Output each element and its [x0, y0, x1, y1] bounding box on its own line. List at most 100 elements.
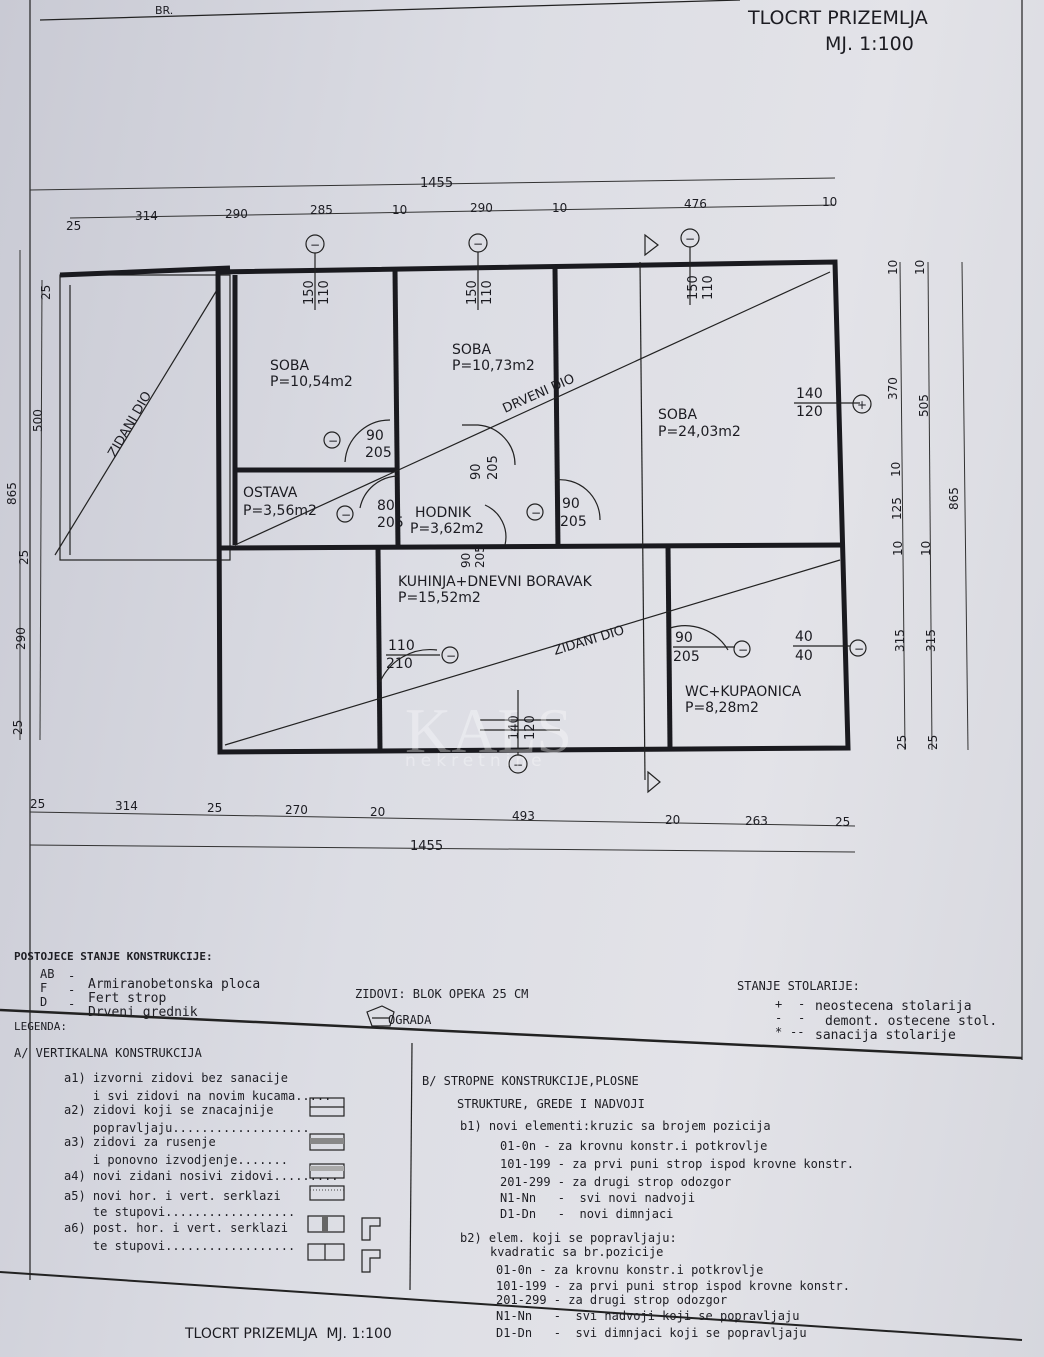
svg-text:205: 205 — [560, 514, 587, 530]
svg-text:P=10,73m2: P=10,73m2 — [452, 358, 535, 374]
svg-text:a2) zidovi koji se znacajnije: a2) zidovi koji se znacajnije — [64, 1103, 274, 1117]
svg-text:−: − — [685, 232, 695, 246]
svg-text:505: 505 — [917, 394, 931, 417]
svg-text:P=24,03m2: P=24,03m2 — [658, 424, 741, 440]
svg-text:80: 80 — [377, 498, 395, 514]
svg-text:−: − — [310, 238, 320, 252]
svg-text:SOBA: SOBA — [452, 342, 492, 358]
svg-text:10: 10 — [889, 462, 903, 477]
svg-text:90: 90 — [469, 463, 484, 480]
svg-text:140: 140 — [796, 386, 823, 402]
svg-text:KUHINJA+DNEVNI BORAVAK: KUHINJA+DNEVNI BORAVAK — [398, 574, 593, 590]
svg-text:i svi zidovi na novim kucama..: i svi zidovi na novim kucama..... — [64, 1089, 331, 1103]
svg-text:25: 25 — [835, 815, 850, 829]
svg-text:neostecena stolarija: neostecena stolarija — [815, 999, 972, 1014]
svg-text:150: 150 — [302, 280, 317, 305]
svg-text:−: − — [738, 643, 748, 657]
svg-text:315: 315 — [893, 629, 907, 652]
svg-text:D1-Dn - svi dimnjaci koji s: D1-Dn - svi dimnjaci koji se popravljaju — [496, 1326, 807, 1340]
svg-text:285: 285 — [310, 203, 333, 217]
svg-text:150: 150 — [686, 275, 701, 300]
svg-text:D: D — [40, 995, 47, 1009]
svg-text:−: − — [473, 237, 483, 251]
svg-text:201-299 - za drugi strop odozg: 201-299 - za drugi strop odozgor — [500, 1175, 731, 1189]
svg-text:263: 263 — [745, 814, 768, 828]
svg-text:01-0n - za krovnu konstr.i pot: 01-0n - za krovnu konstr.i potkrovlje — [500, 1139, 767, 1153]
title-scale: MJ. 1:100 — [825, 33, 914, 55]
svg-text:90: 90 — [562, 496, 580, 512]
svg-text:10: 10 — [392, 203, 407, 217]
svg-text:LEGENDA:: LEGENDA: — [14, 1020, 67, 1033]
svg-text:AB: AB — [40, 967, 54, 981]
svg-text:ZIDANI DIO: ZIDANI DIO — [105, 389, 155, 460]
svg-text:25: 25 — [895, 735, 909, 750]
svg-text:120: 120 — [796, 404, 823, 420]
svg-text:210: 210 — [386, 656, 413, 672]
svg-text:315: 315 — [924, 629, 938, 652]
svg-text:25: 25 — [11, 720, 25, 735]
svg-text:25: 25 — [39, 285, 53, 300]
bottom-dimensions: 25 314 25 270 20 493 20 263 25 1455 — [29, 797, 856, 854]
svg-text:110: 110 — [317, 280, 332, 305]
svg-text:popravljaju...................: popravljaju................... — [64, 1121, 310, 1135]
top-dimensions: 1455 25 314 290 285 10 290 10 476 10 — [29, 176, 837, 233]
title-border — [39, 0, 741, 21]
svg-text:865: 865 — [947, 487, 961, 510]
svg-text:D1-Dn - novi dimnjaci: D1-Dn - novi dimnjaci — [500, 1207, 673, 1221]
svg-text:b2) elem. koji se popravljaju:: b2) elem. koji se popravljaju: — [460, 1231, 677, 1245]
svg-text:270: 270 — [285, 803, 308, 817]
svg-text:KALS: KALS — [405, 695, 572, 766]
svg-text:-: - — [68, 997, 75, 1011]
left-dimensions: 25 500 25 290 25 865 — [5, 250, 53, 741]
svg-text:101-199 - za prvi puni strop i: 101-199 - za prvi puni strop ispod krovn… — [500, 1157, 854, 1171]
svg-text:40: 40 — [795, 629, 813, 645]
svg-text:a6) post. hor. i vert. serklaz: a6) post. hor. i vert. serklazi — [64, 1221, 288, 1235]
svg-text:A/ VERTIKALNA KONSTRUKCIJA: A/ VERTIKALNA KONSTRUKCIJA — [14, 1046, 203, 1060]
svg-text:1455: 1455 — [410, 839, 443, 854]
svg-text:01-0n - za krovnu konstr.i pot: 01-0n - za krovnu konstr.i potkrovlje — [496, 1263, 763, 1277]
corner-label: BR. — [155, 4, 173, 17]
svg-text:493: 493 — [512, 809, 535, 823]
svg-text:150: 150 — [465, 280, 480, 305]
svg-text:10: 10 — [822, 195, 837, 209]
legend-section-a: LEGENDA: A/ VERTIKALNA KONSTRUKCIJA a1) … — [14, 1020, 339, 1253]
svg-text:−: − — [328, 434, 338, 448]
svg-text:N1-Nn - svi nadvoji koji se: N1-Nn - svi nadvoji koji se popravljaju — [496, 1309, 799, 1323]
walls-note: ZIDOVI: BLOK OPEKA 25 CM — [355, 987, 528, 1001]
svg-text:SOBA: SOBA — [270, 358, 310, 374]
svg-text:25: 25 — [17, 550, 31, 565]
svg-text:demont. ostecene stol.: demont. ostecene stol. — [825, 1014, 997, 1029]
svg-text:SOBA: SOBA — [658, 407, 698, 423]
svg-text:*: * — [775, 1025, 782, 1039]
legend-column-divider — [409, 1042, 413, 1291]
svg-text:290: 290 — [225, 207, 248, 221]
svg-text:110: 110 — [701, 275, 716, 300]
svg-text:110: 110 — [480, 280, 495, 305]
svg-text:101-199 - za prvi puni strop i: 101-199 - za prvi puni strop ispod krovn… — [496, 1279, 850, 1293]
svg-text:201-299 - za drugi strop odozg: 201-299 - za drugi strop odozgor — [496, 1293, 727, 1307]
svg-text:10: 10 — [919, 541, 933, 556]
svg-text:--: -- — [790, 1025, 804, 1039]
svg-text:STRUKTURE, GREDE I NADVOJI: STRUKTURE, GREDE I NADVOJI — [457, 1097, 645, 1111]
svg-text:HODNIK: HODNIK — [415, 505, 472, 521]
svg-text:-: - — [798, 1011, 805, 1025]
title-main: TLOCRT PRIZEMLJA — [747, 7, 928, 29]
watermark-logo: KALS nekretnine — [405, 695, 572, 771]
svg-text:865: 865 — [5, 482, 19, 505]
svg-text:370: 370 — [886, 377, 900, 400]
footer-title: TLOCRT PRIZEMLJA MJ. 1:100 — [184, 1326, 392, 1342]
